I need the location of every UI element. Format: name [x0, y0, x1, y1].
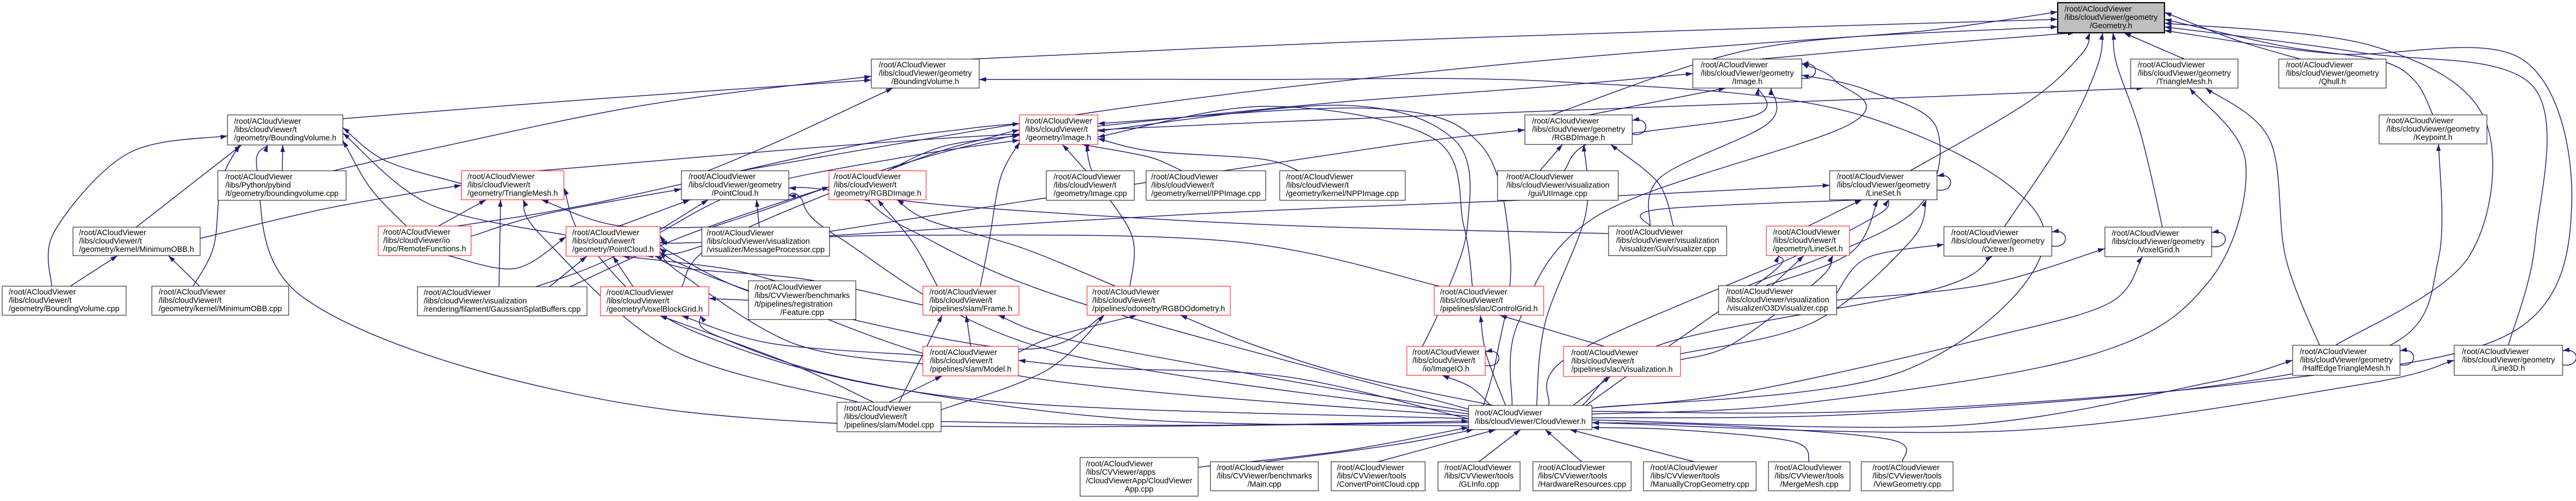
svg-text:/root/ACloudViewer/libs/cloudV: /root/ACloudViewer/libs/cloudViewer/visu…: [1616, 228, 1719, 253]
svg-text:/root/ACloudViewer/libs/cloudV: /root/ACloudViewer/libs/cloudViewer/geom…: [2300, 347, 2393, 373]
svg-text:/root/ACloudViewer/libs/cloudV: /root/ACloudViewer/libs/cloudViewer/geom…: [1532, 117, 1625, 142]
svg-text:/root/ACloudViewer/libs/CVView: /root/ACloudViewer/libs/CVViewer/tools/G…: [1444, 463, 1514, 489]
svg-text:/root/ACloudViewer/libs/cloudV: /root/ACloudViewer/libs/cloudViewer/geom…: [1837, 172, 1930, 198]
svg-text:/root/ACloudViewer/libs/cloudV: /root/ACloudViewer/libs/cloudViewer/t/pi…: [930, 348, 1011, 374]
svg-text:/root/ACloudViewer/libs/cloudV: /root/ACloudViewer/libs/cloudViewer/t/pi…: [1092, 288, 1225, 313]
svg-text:/root/ACloudViewer/libs/cloudV: /root/ACloudViewer/libs/cloudViewer/visu…: [424, 288, 581, 314]
svg-text:/root/ACloudViewer/libs/Python: /root/ACloudViewer/libs/Python/pybind/t/…: [225, 173, 339, 198]
svg-text:/root/ACloudViewer/libs/cloudV: /root/ACloudViewer/libs/cloudViewer/t/ge…: [9, 288, 119, 313]
svg-text:/root/ACloudViewer/libs/cloudV: /root/ACloudViewer/libs/cloudViewer/t/pi…: [1440, 288, 1538, 313]
svg-text:/root/ACloudViewer/libs/cloudV: /root/ACloudViewer/libs/cloudViewer/visu…: [1506, 173, 1609, 198]
svg-text:/root/ACloudViewer/libs/CVView: /root/ACloudViewer/libs/CVViewer/apps/Cl…: [1086, 460, 1193, 494]
svg-text:/root/ACloudViewer/libs/CVView: /root/ACloudViewer/libs/CVViewer/tools/V…: [1873, 463, 1942, 489]
svg-text:/root/ACloudViewer/libs/cloudV: /root/ACloudViewer/libs/cloudViewer/t/ge…: [234, 117, 336, 142]
svg-text:/root/ACloudViewer/libs/CVView: /root/ACloudViewer/libs/CVViewer/tools/H…: [1538, 463, 1626, 489]
svg-text:/root/ACloudViewer/libs/CVView: /root/ACloudViewer/libs/CVViewer/tools/C…: [1337, 463, 1420, 489]
svg-text:/root/ACloudViewer/libs/cloudV: /root/ACloudViewer/libs/cloudViewer/geom…: [2112, 229, 2205, 255]
svg-text:/root/ACloudViewer/libs/cloudV: /root/ACloudViewer/libs/cloudViewer/t/ge…: [1286, 173, 1399, 198]
svg-text:/root/ACloudViewer/libs/cloudV: /root/ACloudViewer/libs/cloudViewer/io/r…: [383, 228, 466, 253]
svg-text:/root/ACloudViewer/libs/cloudV: /root/ACloudViewer/libs/cloudViewer/geom…: [2387, 117, 2480, 142]
svg-text:/root/ACloudViewer/libs/cloudV: /root/ACloudViewer/libs/cloudViewer/t/pi…: [929, 288, 1012, 313]
svg-text:/root/ACloudViewer/libs/cloudV: /root/ACloudViewer/libs/cloudViewer/t/pi…: [1572, 348, 1673, 374]
svg-text:/root/ACloudViewer/libs/cloudV: /root/ACloudViewer/libs/cloudViewer/geom…: [2286, 61, 2379, 86]
svg-text:/root/ACloudViewer/libs/cloudV: /root/ACloudViewer/libs/cloudViewer/visu…: [1726, 287, 1829, 313]
svg-text:/root/ACloudViewer/libs/CVView: /root/ACloudViewer/libs/CVViewer/benchma…: [754, 284, 850, 317]
svg-text:/root/ACloudViewer/libs/cloudV: /root/ACloudViewer/libs/cloudViewer/geom…: [1701, 61, 1794, 86]
svg-text:/root/ACloudViewer/libs/cloudV: /root/ACloudViewer/libs/cloudViewer/geom…: [688, 172, 782, 198]
svg-text:/root/ACloudViewer/libs/CVView: /root/ACloudViewer/libs/CVViewer/benchma…: [1217, 463, 1312, 489]
svg-text:/root/ACloudViewer/libs/cloudV: /root/ACloudViewer/libs/cloudViewer/t/ge…: [159, 288, 282, 313]
svg-text:/root/ACloudViewer/libs/CVView: /root/ACloudViewer/libs/CVViewer/tools/M…: [1774, 463, 1844, 489]
svg-text:/root/ACloudViewer/libs/cloudV: /root/ACloudViewer/libs/cloudViewer/Clou…: [1475, 409, 1586, 426]
svg-text:/root/ACloudViewer/libs/CVView: /root/ACloudViewer/libs/CVViewer/tools/M…: [1650, 463, 1749, 489]
svg-text:/root/ACloudViewer/libs/cloudV: /root/ACloudViewer/libs/cloudViewer/visu…: [707, 229, 825, 254]
svg-text:/root/ACloudViewer/libs/cloudV: /root/ACloudViewer/libs/cloudViewer/t/ge…: [834, 172, 921, 198]
svg-text:/root/ACloudViewer/libs/cloudV: /root/ACloudViewer/libs/cloudViewer/t/ge…: [572, 229, 654, 254]
svg-text:/root/ACloudViewer/libs/cloudV: /root/ACloudViewer/libs/cloudViewer/t/ge…: [1054, 173, 1127, 198]
svg-text:/root/ACloudViewer/libs/cloudV: /root/ACloudViewer/libs/cloudViewer/t/ge…: [1151, 173, 1261, 198]
svg-text:/root/ACloudViewer/libs/cloudV: /root/ACloudViewer/libs/cloudViewer/t/pi…: [844, 404, 934, 430]
svg-text:/root/ACloudViewer/libs/cloudV: /root/ACloudViewer/libs/cloudViewer/geom…: [879, 61, 972, 86]
svg-text:/root/ACloudViewer/libs/cloudV: /root/ACloudViewer/libs/cloudViewer/geom…: [2065, 5, 2158, 30]
svg-text:/root/ACloudViewer/libs/cloudV: /root/ACloudViewer/libs/cloudViewer/geom…: [2138, 61, 2231, 86]
svg-text:/root/ACloudViewer/libs/cloudV: /root/ACloudViewer/libs/cloudViewer/t/ge…: [79, 229, 194, 254]
svg-text:/root/ACloudViewer/libs/cloudV: /root/ACloudViewer/libs/cloudViewer/geom…: [1951, 229, 2045, 254]
svg-text:/root/ACloudViewer/libs/cloudV: /root/ACloudViewer/libs/cloudViewer/t/ge…: [1773, 228, 1843, 253]
svg-text:/root/ACloudViewer/libs/cloudV: /root/ACloudViewer/libs/cloudViewer/geom…: [2462, 347, 2555, 373]
svg-text:/root/ACloudViewer/libs/cloudV: /root/ACloudViewer/libs/cloudViewer/t/io…: [1413, 348, 1480, 373]
svg-text:/root/ACloudViewer/libs/cloudV: /root/ACloudViewer/libs/cloudViewer/t/ge…: [606, 288, 703, 314]
svg-text:/root/ACloudViewer/libs/cloudV: /root/ACloudViewer/libs/cloudViewer/t/ge…: [1025, 117, 1092, 142]
svg-text:/root/ACloudViewer/libs/cloudV: /root/ACloudViewer/libs/cloudViewer/t/ge…: [467, 172, 557, 198]
